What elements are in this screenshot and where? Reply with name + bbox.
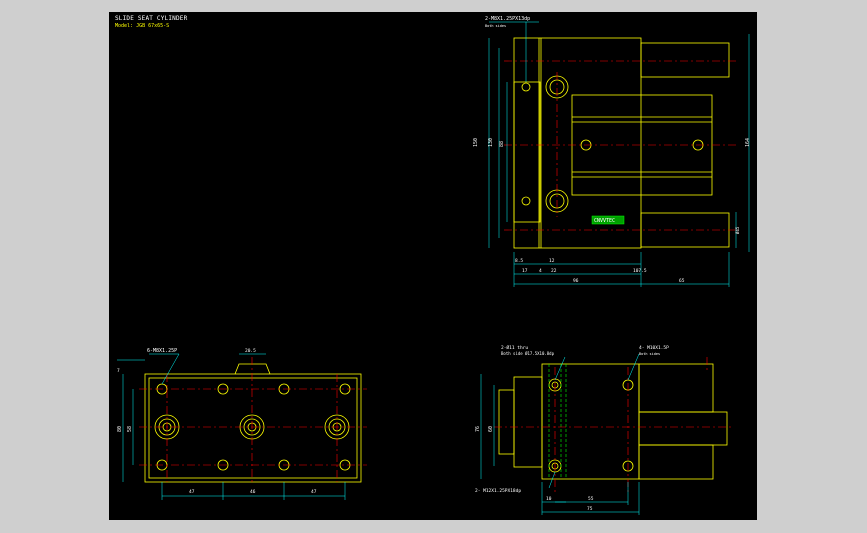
side-dim-h-3: 75 — [587, 506, 593, 512]
side-callout-a: 2-Ø11 thru — [501, 344, 528, 351]
side-view-hidden — [548, 364, 567, 479]
top-dim-v-3: 88 — [499, 141, 505, 147]
top-dim-total-1: 96 — [573, 278, 579, 284]
top-callout-sub: Both sides — [485, 24, 506, 28]
side-view-dims — [480, 353, 640, 515]
top-dim-h-2: 17 — [522, 268, 528, 274]
front-view — [144, 363, 362, 483]
brand-badge-text: CNVVTEC — [594, 218, 615, 224]
top-dim-small: Ø45 — [735, 226, 740, 234]
top-port-upper — [521, 82, 531, 92]
top-view-dims — [488, 21, 750, 287]
top-callout: 2-M8X1.25PX13dp — [485, 16, 530, 22]
front-dim-v-1: 80 — [117, 426, 123, 432]
front-view-dims — [117, 353, 346, 500]
top-dim-total-2: 65 — [679, 278, 685, 284]
side-end-plate — [513, 376, 543, 468]
front-dim-h-2: 46 — [250, 489, 256, 495]
front-tap-6 — [217, 459, 229, 471]
drawing-subtitle: Model: JGB 67x65-S — [115, 23, 170, 29]
top-dim-v-2: 130 — [488, 138, 494, 147]
side-callout-c: 2- M12X1.25PX18dp — [475, 488, 521, 494]
side-dim-v-2: 60 — [488, 426, 494, 432]
brand-badge — [591, 215, 625, 225]
side-callout-b-sub: Both sides — [639, 352, 660, 356]
top-dim-right: 164 — [745, 138, 751, 147]
front-view-centerlines — [139, 357, 367, 482]
drawing-title: SLIDE SEAT CYLINDER — [115, 15, 188, 22]
top-dim-h-1: 8.5 — [515, 258, 523, 264]
top-rod-upper — [640, 42, 730, 78]
front-dim-h-1: 47 — [189, 489, 195, 495]
side-view-centerlines — [494, 357, 733, 492]
front-dim-top: 20.5 — [245, 348, 256, 354]
front-callout: 6-M8X1.25P — [147, 348, 177, 354]
top-dim-h-3: 4 — [539, 268, 542, 274]
side-callout-b: 4- M10X1.5P — [639, 345, 669, 351]
side-view — [498, 363, 728, 480]
front-dim-v-2: 58 — [127, 426, 133, 432]
side-dim-h-1: 10 — [546, 496, 552, 502]
front-dim-h-3: 47 — [311, 489, 317, 495]
top-dim-h-5: 12 — [549, 258, 555, 264]
front-tap-2 — [217, 383, 229, 395]
top-view-centerlines — [504, 60, 737, 231]
top-end-plate — [513, 81, 541, 223]
front-dim-small: 7 — [117, 368, 120, 374]
side-callout-a-sub: Both side Ø17.5X10.8dp — [501, 351, 555, 356]
side-dim-h-2: 55 — [588, 496, 594, 502]
drawing-canvas[interactable]: SLIDE SEAT CYLINDER Model: JGB 67x65-S — [109, 12, 757, 520]
side-dim-v-1: 76 — [475, 426, 481, 432]
cad-drawing: CNVVTEC 2-M8X1.25PX13dp Both sides 150 1… — [117, 16, 751, 515]
top-dim-h-6: 107.5 — [633, 268, 647, 274]
top-dim-h-4: 22 — [551, 268, 557, 274]
top-port-lower — [521, 196, 531, 206]
top-dim-v-1: 150 — [473, 138, 479, 147]
front-body — [144, 373, 362, 483]
side-rod — [638, 411, 728, 446]
